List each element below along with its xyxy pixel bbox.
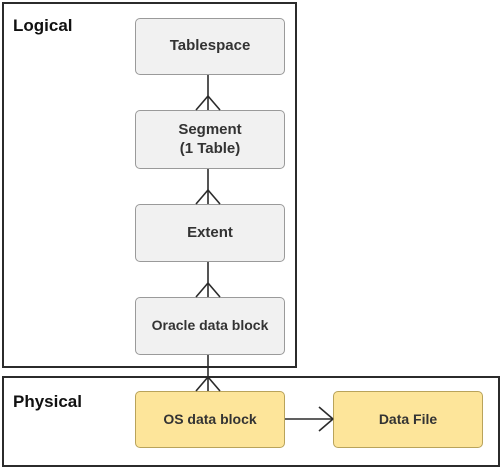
- physical-section: [2, 376, 500, 467]
- os-data-block-box: OS data block: [135, 391, 285, 448]
- segment-label: Segment (1 Table): [178, 120, 242, 157]
- tablespace-box: Tablespace: [135, 18, 285, 75]
- extent-box: Extent: [135, 204, 285, 262]
- data-file-box: Data File: [333, 391, 483, 448]
- oracle-data-block-box: Oracle data block: [135, 297, 285, 355]
- extent-label: Extent: [187, 223, 233, 241]
- oracle-data-block-label: Oracle data block: [151, 317, 269, 334]
- logical-section: [2, 2, 297, 368]
- tablespace-label: Tablespace: [169, 37, 251, 55]
- segment-box: Segment (1 Table): [135, 110, 285, 169]
- os-data-block-label: OS data block: [163, 410, 257, 427]
- data-file-label: Data File: [378, 410, 438, 427]
- physical-label: Physical: [13, 392, 82, 411]
- logical-label: Logical: [13, 16, 73, 35]
